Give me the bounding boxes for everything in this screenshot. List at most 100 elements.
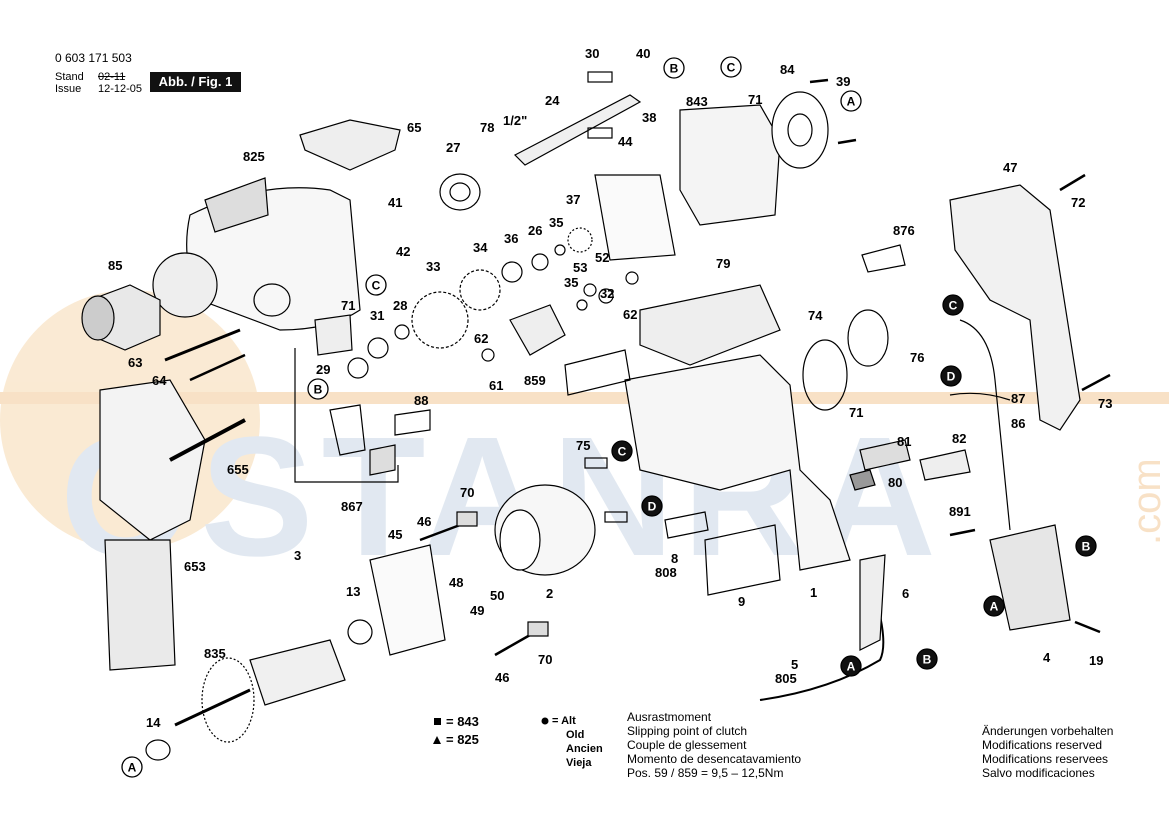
callout-53-22: 53 [573,260,587,275]
callout-46-72: 46 [495,670,509,685]
ring-53 [583,283,597,297]
stand-date: 02-11 [98,71,126,83]
marker-letter-13: A [128,761,137,775]
callout-75-48: 75 [576,438,590,453]
callout-26-17: 26 [528,223,542,238]
ring-29 [347,357,369,379]
legend-square-icon [434,718,441,725]
callout-655-47: 655 [227,462,249,477]
marker-a-13: A [121,756,143,778]
brush-ring-74 [802,339,848,411]
callout-653-68: 653 [184,559,206,574]
terminal-75b [604,511,628,523]
housing-bore [253,283,291,317]
modifications-en: Modifications reserved [982,738,1103,752]
watermark-suffix: .com [1125,458,1169,545]
bearing-plate-45 [369,544,446,656]
brush-70a [456,511,478,527]
cable-guard-6 [859,554,886,651]
marker-d-8: D [940,365,962,387]
block-30b [587,127,613,139]
marker-c-3: C [365,274,387,296]
part-number: 0 603 171 503 [55,51,132,65]
depth-rod-655 [169,418,246,462]
callout-29-31: 29 [316,362,330,377]
callout-33-21: 33 [426,259,440,274]
clutch-torque-value: Pos. 59 / 859 = 9,5 – 12,5Nm [627,766,784,780]
callout-38-10: 38 [642,110,656,125]
bearing-13 [347,619,373,645]
callout-48-58: 48 [449,575,463,590]
clutch-859 [509,304,566,356]
screw-64 [189,353,246,382]
label-9 [704,524,781,596]
callout-80-54: 80 [888,475,902,490]
clutch-note-en: Slipping point of clutch [627,724,748,738]
callout-81-50: 81 [897,434,911,449]
issue-date: 12-12-05 [98,83,143,95]
bearing-housing-843 [679,104,781,226]
callout-3-57: 3 [294,548,301,563]
callout-31-27: 31 [370,308,384,323]
callout-8-62: 8 [671,551,678,566]
aux-handle-head [99,379,206,541]
brush-876 [861,244,906,273]
legend-triangle-icon [433,736,441,744]
figure-label: Abb. / Fig. 1 [150,72,241,92]
callout-41-14: 41 [388,195,402,210]
plate-44 [594,174,676,261]
callout-1-65: 1 [810,585,817,600]
issue-label: Issue [55,83,82,95]
ring-35 [554,244,566,256]
legend-triangle-text: = 825 [446,732,479,747]
callout-835-70: 835 [204,646,226,661]
lever-88 [394,409,431,436]
callout-19-76: 19 [1089,653,1103,668]
ring-52 [598,288,614,304]
callout-78-8: 78 [480,120,494,135]
marker-letter-7: C [949,299,958,313]
ring-28 [394,324,410,340]
marker-letter-2: C [727,61,736,75]
marker-d-6: D [641,495,663,517]
marker-c-7: C [942,294,964,316]
callout-86-45: 86 [1011,416,1025,431]
ring-35b [576,299,588,311]
callout-27-9: 27 [446,140,460,155]
watermark-stripe [0,392,1169,404]
switch-71 [314,314,353,356]
ring-61 [481,348,495,362]
clutch-note-es: Momento de desencatavamiento [627,752,802,766]
screw-46a [419,523,461,542]
callout-73-46: 73 [1098,396,1112,411]
marker-letter-9: B [1082,540,1091,554]
callout-76-42: 76 [910,350,924,365]
clutch-note-de: Ausrastmoment [627,710,712,724]
chuck-front [81,295,115,341]
callout-28-28: 28 [393,298,407,313]
gear-34 [459,269,501,311]
callout-52-23: 52 [595,250,609,265]
brush-70b [527,621,549,637]
cable-86 [959,319,1011,531]
callout-49-60: 49 [470,603,484,618]
callout-808-63: 808 [655,565,677,580]
screw-19 [1074,620,1101,634]
brush-holder-76 [847,309,889,367]
callout-24-4: 24 [545,93,560,108]
parts-artwork [81,71,1111,761]
armature-shaft [174,688,251,727]
marker-a-10: A [983,595,1005,617]
callout-859-35: 859 [524,373,546,388]
callout-36-16: 36 [504,231,518,246]
callout-79-37: 79 [716,256,730,271]
callout-46-55: 46 [417,514,431,529]
callout-14-77: 14 [146,715,161,730]
block-30a [587,71,613,83]
callout-843-5: 843 [686,94,708,109]
callout-6-66: 6 [902,586,909,601]
callout-5-73: 5 [791,657,798,672]
callout-37-15: 37 [566,192,580,207]
